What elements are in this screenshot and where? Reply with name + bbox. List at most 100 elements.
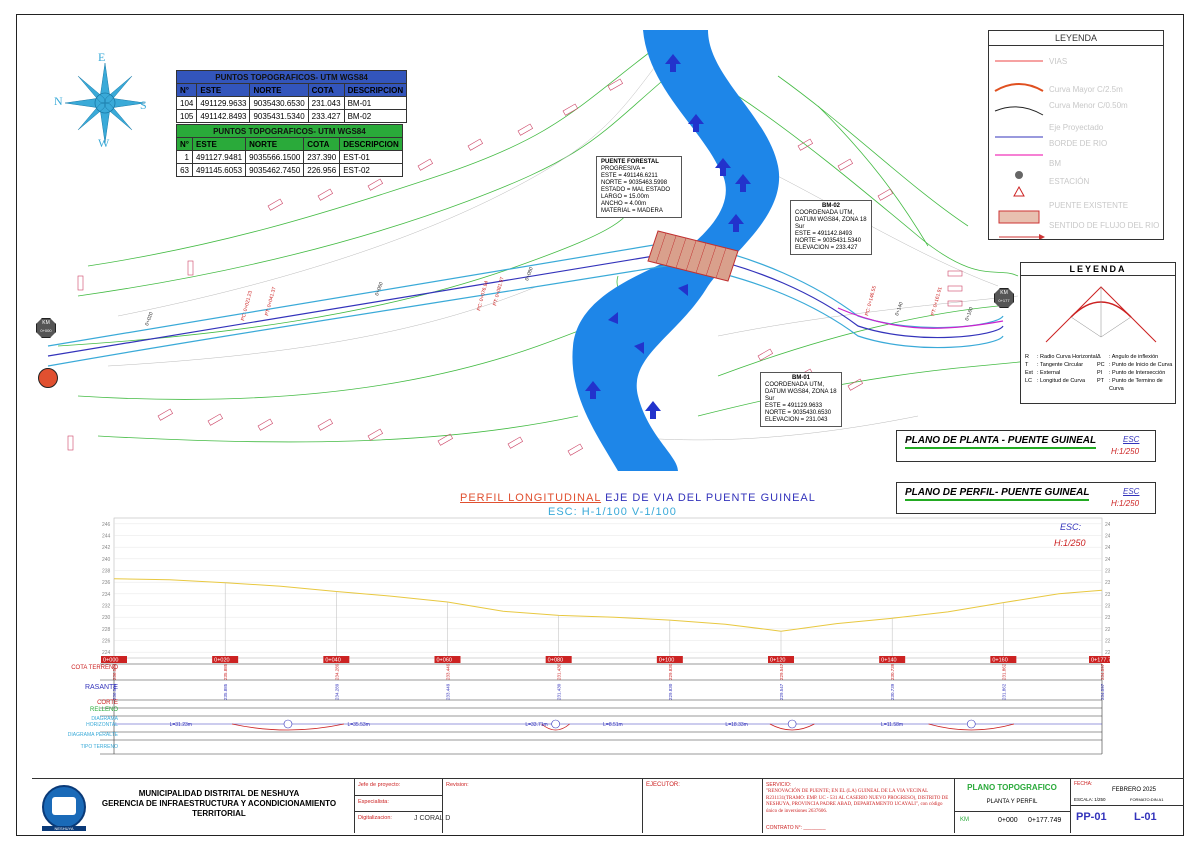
legend2-cell: : Tangente Circular — [1037, 362, 1084, 368]
puente-info-box: PUENTE FORESTAL PROGRESIVA =ESTE = 49114… — [596, 156, 682, 218]
plan-title-box: PLANO DE PLANTA - PUENTE GUINEAL ESC H:1… — [896, 430, 1156, 462]
rasante-value: 234.597 — [1100, 683, 1105, 700]
rasante-value: 229.830 — [668, 683, 673, 700]
curve-length: L=33.71m — [525, 722, 547, 728]
station-tag — [879, 656, 906, 663]
legend-item-puente: PUENTE EXISTENTE — [1049, 201, 1129, 210]
y-tick-label: 234 — [102, 592, 111, 598]
profile-heading-1: PERFIL LONGITUDINAL EJE DE VIA DEL PUENT… — [460, 492, 816, 504]
svg-text:PT: 0+161.91: PT: 0+161.91 — [930, 286, 944, 316]
curve-arc — [928, 723, 1015, 731]
muni-block: NESHUYA MUNICIPALIDAD DISTRITAL DE NESHU… — [32, 779, 355, 833]
stop-marker — [38, 368, 58, 388]
svg-text:PC: 0+146.55: PC: 0+146.55 — [864, 285, 878, 316]
muni-name: MUNICIPALIDAD DISTRITAL DE NESHUYA GEREN… — [88, 789, 350, 819]
profile-scale-h: H:1/250 — [1054, 538, 1086, 548]
table-cell: 226.956 — [303, 163, 341, 177]
svg-text:0+160: 0+160 — [964, 306, 975, 321]
station-label: 0+140 — [881, 658, 896, 664]
svg-text:0+020: 0+020 — [144, 311, 155, 326]
y-tick-label: 244 — [102, 534, 111, 540]
revision-label: Revision: — [446, 782, 469, 788]
cota-value: 229.830 — [668, 663, 673, 680]
escala-label: ESCALA: 1/250 — [1074, 797, 1106, 802]
station-label: 0+177.749 — [1091, 658, 1110, 664]
km-end-marker: KM 0+177 — [994, 288, 1014, 308]
especialista-label: Especialista: — [358, 799, 389, 805]
terrain-profile-line — [113, 578, 1103, 632]
svg-text:PT: 0+041.37: PT: 0+041.37 — [264, 286, 278, 316]
fecha-label: FECHA: — [1074, 781, 1093, 787]
km-end-value: 0+177 — [998, 298, 1010, 303]
legend2-cell: : Punto de Intersección — [1109, 370, 1166, 376]
info-line: NORTE = 9035463.5998 — [601, 180, 668, 186]
cota-value: 234.289 — [334, 663, 339, 680]
cota-value: 233.449 — [446, 663, 451, 680]
table-header: NORTE — [249, 83, 309, 97]
curve-length: L=31.23m — [170, 722, 192, 728]
station-label: 0+160 — [992, 658, 1007, 664]
station-tag — [434, 656, 461, 663]
planta-subtitle: PLANTA Y PERFIL — [986, 799, 1038, 805]
legend-item-curva-mayor: Curva Mayor C/2.5m — [1049, 85, 1123, 94]
legend2-cell: PC — [1097, 362, 1105, 368]
info-line: ANCHO = 4.00m — [601, 201, 647, 207]
profile-heading-a: PERFIL LONGITUDINAL — [460, 492, 602, 504]
rasante-value: 236.564 — [112, 683, 117, 700]
legend2-cell: R — [1025, 354, 1029, 360]
table-cell: BM-01 — [343, 96, 408, 110]
y-tick-label: 240 — [102, 557, 111, 563]
rasante-value: 229.547 — [779, 683, 784, 700]
legend-item-borde: BORDE DE RIO — [1049, 139, 1108, 148]
muni-line3: TERRITORIAL — [192, 809, 246, 818]
y-tick-label: 224 — [102, 650, 111, 656]
station-label: 0+040 — [325, 658, 340, 664]
y-tick-label: 230 — [1105, 615, 1110, 621]
legend2-cell: : Punto de Inicio de Curva — [1109, 362, 1173, 368]
plan-code: PP-01 — [1076, 811, 1107, 823]
legend2-cell: : External — [1037, 370, 1061, 376]
profile-plot-area — [113, 517, 1103, 659]
info-line: ESTADO = MAL ESTADO — [601, 187, 671, 193]
station-tag — [768, 656, 795, 663]
profile-guitar-grid — [100, 663, 1103, 755]
table-header: DESCRIPCION — [343, 83, 408, 97]
km-label: KM — [960, 817, 969, 823]
station-tag — [656, 656, 683, 663]
row-label-tipo: TIPO TERRENO — [80, 744, 118, 750]
river — [572, 30, 780, 471]
rasante-value: 230.739 — [890, 683, 895, 700]
cota-value: 230.739 — [890, 663, 895, 680]
table-header: N° — [176, 137, 193, 151]
cota-values: 236.564236.564235.885235.885234.289234.2… — [112, 663, 1105, 700]
compass-rose: N S E W — [54, 50, 150, 150]
legend-title: LEYENDA — [989, 31, 1163, 46]
info-line: ESTE = 491146.6211 — [601, 173, 658, 179]
legend-symbols — [994, 60, 1045, 239]
servicio-label: SERVICIO: — [766, 782, 792, 788]
station-label: 0+020 — [214, 658, 229, 664]
compass-e: E — [98, 50, 106, 64]
y-tick-label: 236 — [1105, 580, 1110, 586]
legend2-cell: T — [1025, 362, 1029, 368]
row-label-rasante: RASANTE — [84, 684, 118, 691]
km-end-label: KM — [1000, 290, 1008, 296]
curve-marker — [551, 719, 560, 729]
curve-marker — [966, 719, 976, 729]
rasante-value: 235.885 — [223, 683, 228, 700]
table-cell: 9035431.5340 — [249, 109, 309, 123]
y-tick-label: 230 — [102, 615, 111, 621]
km-start-label: KM — [42, 320, 50, 326]
station-label: 0+000 — [103, 658, 118, 664]
curve-length: L=35.53m — [347, 722, 369, 728]
svg-text:0+140: 0+140 — [894, 301, 905, 316]
legend-item-vias: VIAS — [1049, 57, 1068, 66]
